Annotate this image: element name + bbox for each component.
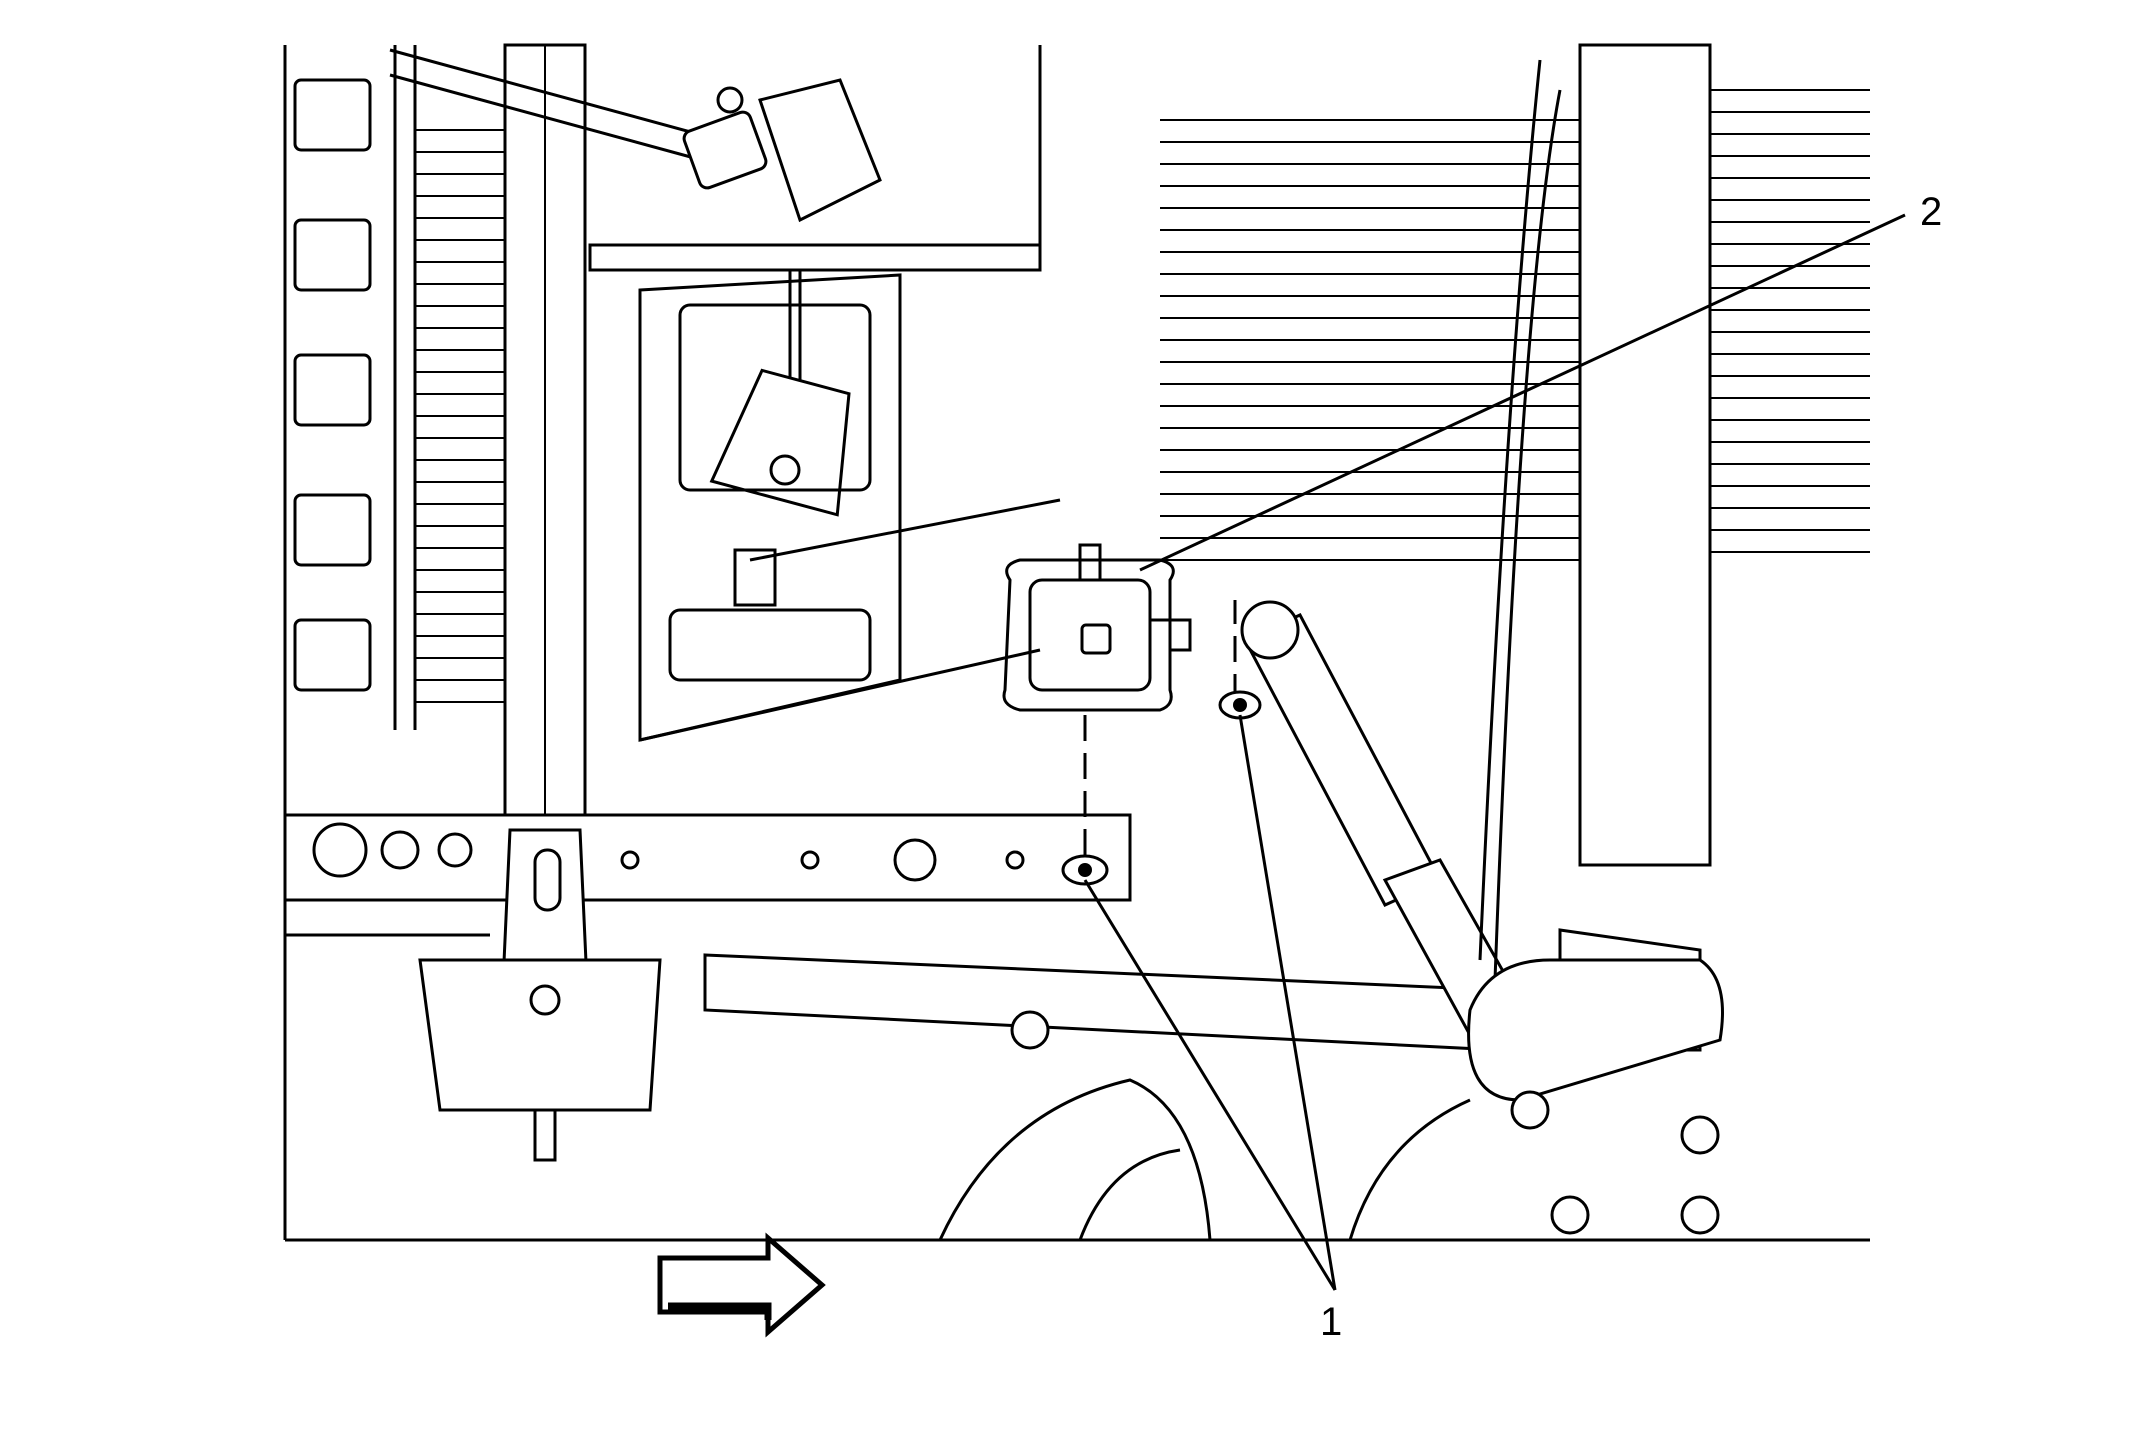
lower-crossmember [283, 813, 1132, 937]
floor-panel-ribs [415, 89, 1870, 703]
left-body-panel [293, 45, 417, 730]
height-sensor [682, 78, 882, 517]
arrow-right-icon [657, 1232, 826, 1338]
vertical-frame-rail [503, 43, 587, 847]
bolt-lower [1061, 854, 1109, 886]
illustration-frame [283, 45, 1870, 1242]
callout-2: 2 [1920, 190, 1942, 234]
leaf-spring [703, 953, 1502, 1052]
mounting-bracket-plate [638, 273, 902, 742]
upper-harness [389, 48, 721, 167]
control-module [1002, 543, 1192, 712]
bolt-upper [1218, 690, 1262, 720]
wheel-outline [938, 1078, 1471, 1241]
upper-crossmember [588, 45, 1042, 272]
installation-lines [639, 498, 1237, 855]
callout-leaders [1083, 213, 1906, 1291]
crossmember-bracket [418, 828, 662, 1162]
axle-housing [1467, 43, 1724, 1235]
callout-1: 1 [1320, 1300, 1342, 1344]
